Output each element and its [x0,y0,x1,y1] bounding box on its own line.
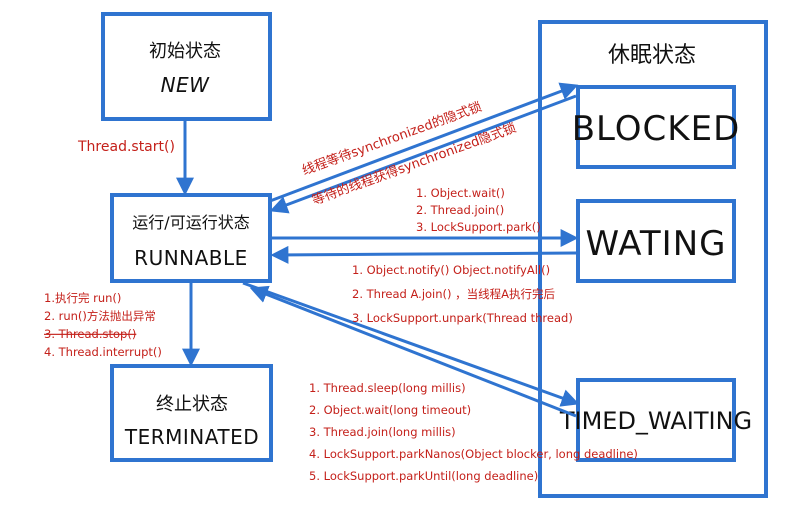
label-to-timed-waiting-5: 5. LockSupport.parkUntil(long deadline) [309,469,538,483]
state-box-timed-waiting [576,378,736,462]
sleep-group-label: 休眠状态 [608,43,696,68]
state-box-blocked [576,85,736,169]
label-group-to-terminated: 1.执行完 run() 2. run()方法抛出异常 3. Thread.sto… [44,291,162,359]
label-thread-start: Thread.start() [77,139,175,155]
label-from-waiting-1: 1. Object.notify() Object.notifyAll() [352,263,550,277]
label-to-timed-waiting-1: 1. Thread.sleep(long millis) [309,381,466,395]
terminated-state-cn-label: 终止状态 [156,394,228,415]
label-to-terminated-2: 2. run()方法抛出异常 [44,309,156,323]
sleep-states-group [538,20,768,498]
runnable-state-en-label: RUNNABLE [134,246,248,270]
label-to-terminated-4: 4. Thread.interrupt() [44,345,162,359]
arrow-runnable-to-blocked [269,82,579,203]
runnable-state-cn-label: 运行/可运行状态 [132,213,249,232]
state-box-new [101,12,272,121]
label-from-waiting-3: 3. LockSupport.unpark(Thread thread) [352,311,573,325]
label-to-waiting-3: 3. LockSupport.park() [416,220,541,234]
label-to-waiting-1: 1. Object.wait() [416,186,505,200]
new-state-cn-label: 初始状态 [149,41,221,62]
arrow-timed-waiting-to-runnable [249,285,577,418]
label-to-timed-waiting-3: 3. Thread.join(long millis) [309,425,456,439]
waiting-state-label: WATING [586,224,727,264]
label-to-terminated-1: 1.执行完 run() [44,291,121,305]
label-group-to-waiting: 1. Object.wait() 2. Thread.join() 3. Loc… [416,186,541,234]
arrow-runnable-to-timed-waiting [242,281,580,407]
arrow-blocked-to-runnable [269,94,577,214]
arrow-waiting-to-runnable [270,245,577,264]
label-to-terminated-3: 3. Thread.stop() [44,327,136,341]
label-group-from-waiting: 1. Object.notify() Object.notifyAll() 2.… [352,263,573,325]
new-state-en-label: NEW [161,73,211,97]
label-to-waiting-2: 2. Thread.join() [416,203,504,217]
blocked-state-label: BLOCKED [572,109,741,149]
timed-waiting-state-label: TIMED_WAITING [559,407,752,435]
terminated-state-en-label: TERMINATED [124,425,259,449]
label-to-timed-waiting-2: 2. Object.wait(long timeout) [309,403,471,417]
label-group-to-timed-waiting: 1. Thread.sleep(long millis) 2. Object.w… [309,381,638,483]
label-from-waiting-2: 2. Thread A.join() ，当线程A执行完后 [352,287,555,301]
label-to-timed-waiting-4: 4. LockSupport.parkNanos(Object blocker,… [309,447,638,461]
